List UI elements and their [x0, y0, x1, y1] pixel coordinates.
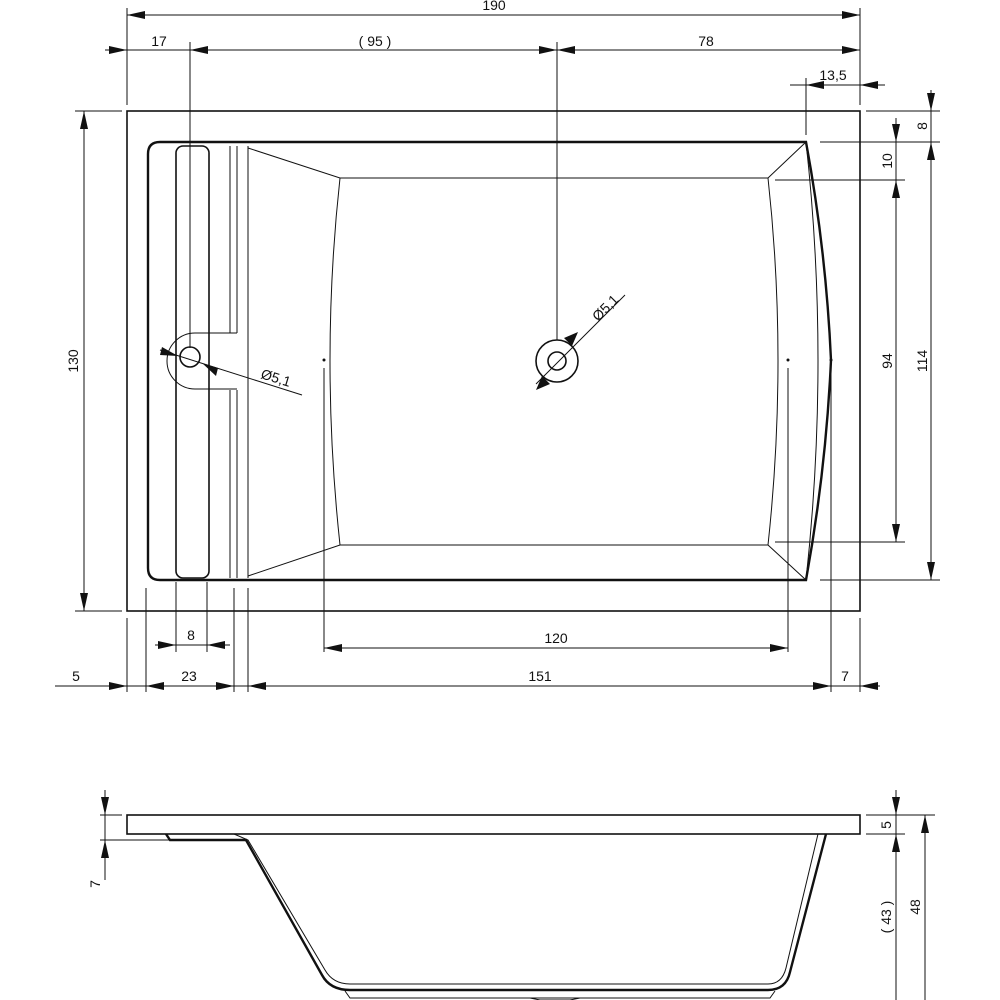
dim-arrow: [80, 111, 88, 129]
dim-arrow: [80, 593, 88, 611]
headrest-shelf-outline: [175, 145, 210, 579]
dim-arrow: [842, 46, 860, 54]
dim-well-length: 151: [528, 668, 552, 684]
dim-arrow: [158, 641, 176, 649]
dim-right-rim: 7: [841, 668, 849, 684]
side-dimensions: 7 5 ( 43 ) 48: [87, 790, 935, 1000]
dim-arrow: [146, 682, 164, 690]
dim-overall-width: 130: [65, 349, 81, 373]
dim-arrow: [557, 46, 575, 54]
side-drain-stub: [529, 997, 581, 1000]
dim-arrow: [216, 682, 234, 690]
dim-left-to-overflow: 17: [151, 33, 167, 49]
overflow-diameter-label: Ø5,1: [259, 366, 293, 390]
basin-right-slope: [805, 141, 819, 581]
dim-drain-to-right: 78: [698, 33, 714, 49]
dim-arrow: [892, 124, 900, 142]
dim-arrow: [109, 682, 127, 690]
side-foot: [344, 990, 776, 999]
dim-arrow: [248, 682, 266, 690]
center-mark: [829, 358, 833, 362]
dim-arrow: [921, 815, 929, 833]
basin-floor-outline: [767, 177, 779, 546]
dim-left-rim: 5: [72, 668, 80, 684]
side-basin-outline: [165, 833, 828, 992]
dim-arrow: [101, 840, 109, 858]
dim-shelf-width: 23: [181, 668, 197, 684]
dim-arrow: [160, 347, 178, 356]
dim-arrow: [892, 180, 900, 198]
dim-arrow: [860, 682, 878, 690]
dim-rim-thickness: 5: [878, 821, 894, 829]
dim-left-step-depth: 7: [87, 880, 103, 888]
dim-arrow: [101, 797, 109, 815]
plan-dimensions: 190 17 ( 95 ) 78 13,5 130 8: [55, 0, 940, 692]
dim-overall-length: 190: [482, 0, 506, 13]
dim-overflow-to-drain: ( 95 ): [359, 33, 392, 49]
leader-line: [535, 294, 626, 385]
overflow-boss-outline: [166, 332, 237, 390]
dim-arrow: [202, 363, 218, 376]
drain-outer: [535, 339, 579, 383]
drain-inner: [547, 351, 567, 371]
dim-arrow: [109, 46, 127, 54]
side-basin-inner: [233, 833, 819, 985]
dim-arrow: [806, 81, 824, 89]
dim-arrow: [127, 11, 145, 19]
dim-arrow: [892, 524, 900, 542]
dim-shelf-slot-width: 8: [187, 627, 195, 643]
dim-arrow: [564, 332, 578, 346]
dim-basin-depth: ( 43 ): [878, 901, 894, 934]
dim-top-inner-offset: 10: [879, 153, 895, 169]
side-view: [126, 814, 861, 1000]
dim-arrow: [927, 562, 935, 580]
basin-floor-outline: [329, 177, 341, 546]
basin-slope-outline: [247, 544, 807, 581]
inner-well-outline: [146, 140, 833, 582]
leader-line: [159, 349, 303, 396]
dim-top-rim-offset: 8: [914, 122, 930, 130]
dim-arrow: [207, 641, 225, 649]
dim-arrow: [536, 376, 550, 390]
dim-right-rim-offset: 13,5: [819, 67, 846, 83]
side-rim: [126, 814, 861, 835]
dim-arrow: [860, 81, 878, 89]
drain-diameter-label: Ø5,1: [589, 291, 622, 324]
dim-inner-length: 120: [544, 630, 568, 646]
basin-slope-outline: [247, 141, 807, 179]
dim-arrow: [813, 682, 831, 690]
dim-arrow: [927, 93, 935, 111]
center-mark: [786, 358, 790, 362]
center-mark: [322, 358, 326, 362]
dim-arrow: [539, 46, 557, 54]
dim-arrow: [927, 142, 935, 160]
outer-rim-outline: [126, 110, 861, 612]
dim-inner-width: 94: [879, 353, 895, 369]
dim-arrow: [324, 644, 342, 652]
dim-arrow: [892, 797, 900, 815]
dim-arrow: [892, 834, 900, 852]
dim-well-width: 114: [914, 350, 930, 373]
dim-arrow: [190, 46, 208, 54]
dim-arrow: [770, 644, 788, 652]
dim-arrow: [842, 11, 860, 19]
plan-view: [126, 110, 861, 612]
dim-total-height: 48: [907, 899, 923, 915]
